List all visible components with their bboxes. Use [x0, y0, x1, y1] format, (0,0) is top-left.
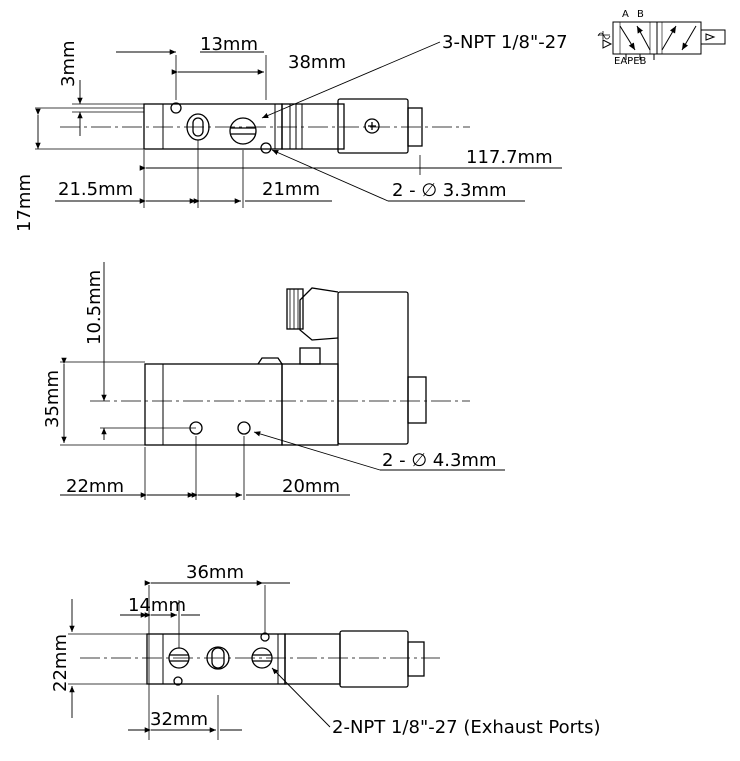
top-valve-body — [143, 103, 283, 150]
side-view — [60, 262, 505, 500]
top-screw — [364, 118, 380, 134]
top-mount-hole-1 — [170, 102, 182, 114]
bottom-coil-housing — [339, 630, 409, 688]
solenoid-icon — [700, 29, 726, 45]
side-connector-end — [407, 376, 427, 424]
top-view-labels: 13mm 38mm 3mm 17mm 21.5mm 21mm 117.7mm 3… — [14, 32, 568, 232]
bottom-hole-1 — [173, 676, 183, 686]
side-coil-base — [281, 363, 339, 446]
dim-21mm: 21mm — [262, 179, 320, 200]
callout-exhaust-ports: 2-NPT 1/8"-27 (Exhaust Ports) — [332, 717, 601, 738]
spring-return-icon — [602, 39, 613, 49]
pneumatic-symbol — [597, 21, 726, 60]
dim-36mm: 36mm — [186, 562, 244, 583]
dim-38mm: 38mm — [288, 52, 346, 73]
top-mount-hole-2 — [260, 142, 272, 154]
bottom-coil-base — [284, 633, 341, 685]
bottom-view-labels: 36mm 14mm 22mm 32mm 2-NPT 1/8"-27 (Exhau… — [50, 562, 601, 738]
dim-17mm: 17mm — [14, 174, 35, 232]
dim-22mm-side: 22mm — [66, 476, 124, 497]
dim-21-5mm: 21.5mm — [58, 179, 133, 200]
symbol-label-b: B — [637, 9, 644, 20]
callout-holes-3-3: 2 - ∅ 3.3mm — [392, 180, 507, 201]
symbol-label-ports: EAPEB — [614, 56, 647, 67]
symbol-box-right — [656, 21, 702, 55]
top-port-center — [229, 117, 257, 145]
bottom-view — [68, 580, 440, 740]
bottom-connector-end — [407, 641, 425, 677]
dim-10-5mm: 10.5mm — [84, 270, 105, 345]
symbol-labels: A B EAPEB — [614, 9, 647, 67]
dim-3mm: 3mm — [58, 40, 79, 87]
top-coil-housing — [281, 103, 345, 150]
dim-117-7mm: 117.7mm — [466, 147, 553, 168]
side-coil-housing — [337, 291, 409, 445]
callout-holes-4-3: 2 - ∅ 4.3mm — [382, 450, 497, 471]
dim-14mm: 14mm — [128, 595, 186, 616]
dim-13mm: 13mm — [200, 34, 258, 55]
top-view — [35, 41, 562, 208]
side-valve-body — [144, 363, 283, 446]
symbol-label-a: A — [622, 9, 629, 20]
dim-35mm: 35mm — [42, 370, 63, 428]
side-view-labels: 10.5mm 35mm 22mm 20mm 2 - ∅ 4.3mm — [42, 270, 497, 497]
callout-3-npt: 3-NPT 1/8"-27 — [442, 32, 568, 53]
side-connector-neck — [299, 287, 339, 341]
dim-22mm-bottom: 22mm — [50, 634, 71, 692]
dim-20mm: 20mm — [282, 476, 340, 497]
dim-32mm: 32mm — [150, 709, 208, 730]
side-mount-hole-2 — [237, 421, 251, 435]
